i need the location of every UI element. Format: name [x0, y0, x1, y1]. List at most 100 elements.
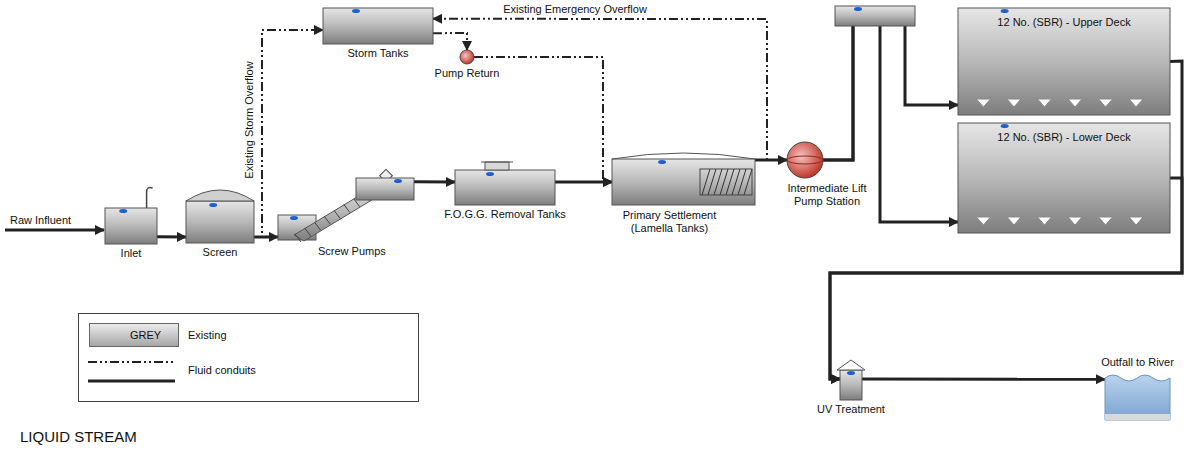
- overflow-conduit: [433, 33, 467, 50]
- edge-label: Existing Emergency Overflow: [501, 3, 649, 16]
- node-shape: [455, 160, 555, 205]
- tank-body: [612, 159, 755, 205]
- diffuser: [1099, 99, 1113, 107]
- node-label: Pump Return: [435, 67, 500, 80]
- storm-tank: Storm Tanks: [323, 8, 433, 44]
- node-label: 12 No. (SBR) - Lower Deck: [997, 131, 1130, 144]
- process-pipe: [414, 180, 455, 183]
- node-label: Intermediate Lift Pump Station: [779, 182, 875, 208]
- legend-solid-line: [88, 380, 175, 383]
- fogg-tank: F.O.G.G. Removal Tanks: [455, 160, 555, 205]
- diffuser: [1037, 217, 1051, 225]
- overflow-conduit: [254, 30, 323, 237]
- diffuser: [1037, 99, 1051, 107]
- tank-body: [105, 208, 157, 244]
- tank-body: [186, 201, 254, 243]
- overflow-conduit: [433, 19, 767, 160]
- water-level-mark: [486, 172, 494, 176]
- node-label: Screen: [203, 246, 238, 259]
- sbr-tank: 12 No. (SBR) - Upper Deck: [958, 8, 1170, 115]
- roof: [612, 153, 755, 159]
- lamella-plate: [744, 169, 752, 195]
- screw-flight: [315, 222, 321, 230]
- pump-highlight: [787, 156, 823, 164]
- legend-text: Fluid conduits: [188, 364, 256, 377]
- inlet-tank: Inlet: [105, 208, 157, 244]
- node-label: Outfall to River: [1101, 356, 1174, 369]
- roof: [186, 190, 254, 201]
- diffuser: [1068, 99, 1082, 107]
- node-shape: [787, 142, 823, 178]
- node-shape: [612, 147, 755, 205]
- water-level-mark: [658, 160, 666, 164]
- node-label: Storm Tanks: [348, 47, 409, 60]
- pump-symbol: Pump Return: [460, 50, 474, 64]
- river-water: [1105, 375, 1170, 420]
- hatch-lid: [481, 162, 513, 163]
- node-label: Inlet: [121, 247, 142, 260]
- diffuser: [976, 217, 990, 225]
- flow-label: Raw Influent: [10, 214, 71, 227]
- node-shape: [186, 183, 254, 243]
- receiving-tank: [356, 178, 414, 200]
- water-level-mark: [1001, 9, 1009, 13]
- node-label: UV Treatment: [817, 403, 885, 416]
- screw-flight: [334, 210, 340, 218]
- process-pipe: [755, 158, 787, 161]
- process-pipe: [823, 22, 958, 160]
- diffuser: [1129, 99, 1143, 107]
- diffuser: [1068, 217, 1082, 225]
- screen-house: Screen: [186, 183, 254, 243]
- lamella-pack: [700, 169, 752, 195]
- node-shape: [278, 175, 414, 242]
- process-pipe: [157, 235, 186, 238]
- river-bank: [1105, 414, 1170, 420]
- water-level-mark: [854, 7, 862, 11]
- lamella-tank: Primary Settlement (Lamella Tanks): [612, 147, 755, 205]
- tank-body: [323, 8, 433, 44]
- process-pipe: [555, 180, 612, 183]
- tank-body: [958, 123, 1170, 233]
- screw-flight: [324, 216, 330, 224]
- tank-body: [455, 170, 555, 205]
- diffuser: [976, 99, 990, 107]
- node-shape: [105, 208, 157, 244]
- water-level-mark: [352, 9, 360, 13]
- node-label: 12 No. (SBR) - Upper Deck: [997, 16, 1130, 29]
- node-shape: [460, 50, 474, 64]
- tank-body: [840, 370, 862, 400]
- node-shape: [323, 8, 433, 44]
- diffuser: [1129, 217, 1143, 225]
- water-level-mark: [1001, 124, 1009, 128]
- uv-house: UV Treatment: [840, 358, 862, 400]
- sbr-tank: 12 No. (SBR) - Lower Deck: [958, 123, 1170, 233]
- diffuser: [1099, 217, 1113, 225]
- vent-pipe: [147, 188, 153, 209]
- screw-pump: Screw Pumps: [278, 175, 414, 242]
- influent-pipe: [5, 229, 104, 232]
- swatch-label: GREY: [130, 329, 161, 342]
- tank-body: [958, 8, 1170, 115]
- water-level-mark: [394, 179, 402, 183]
- roof: [837, 360, 865, 370]
- edge-label: Existing Storm Overflow: [243, 59, 256, 180]
- screw-flight: [295, 234, 301, 242]
- river-outfall: Outfall to River: [1105, 372, 1170, 420]
- water-level-mark: [119, 209, 127, 213]
- node-label: Primary Settlement (Lamella Tanks): [612, 209, 727, 235]
- node-shape: [1105, 372, 1170, 420]
- water-level-mark: [290, 216, 298, 220]
- diagram-title: LIQUID STREAM: [20, 428, 137, 446]
- diffuser: [1007, 217, 1021, 225]
- node-label: Screw Pumps: [318, 245, 386, 258]
- screw-flight: [305, 228, 311, 236]
- lift-pump: Intermediate Lift Pump Station: [787, 142, 823, 178]
- node-shape: [840, 358, 862, 400]
- diffuser: [1007, 99, 1021, 107]
- water-level-mark: [847, 371, 855, 375]
- pump-circle: [460, 50, 474, 64]
- access-hatch: [485, 162, 509, 170]
- pump-circle: [787, 142, 823, 178]
- node-label: F.O.G.G. Removal Tanks: [444, 208, 565, 221]
